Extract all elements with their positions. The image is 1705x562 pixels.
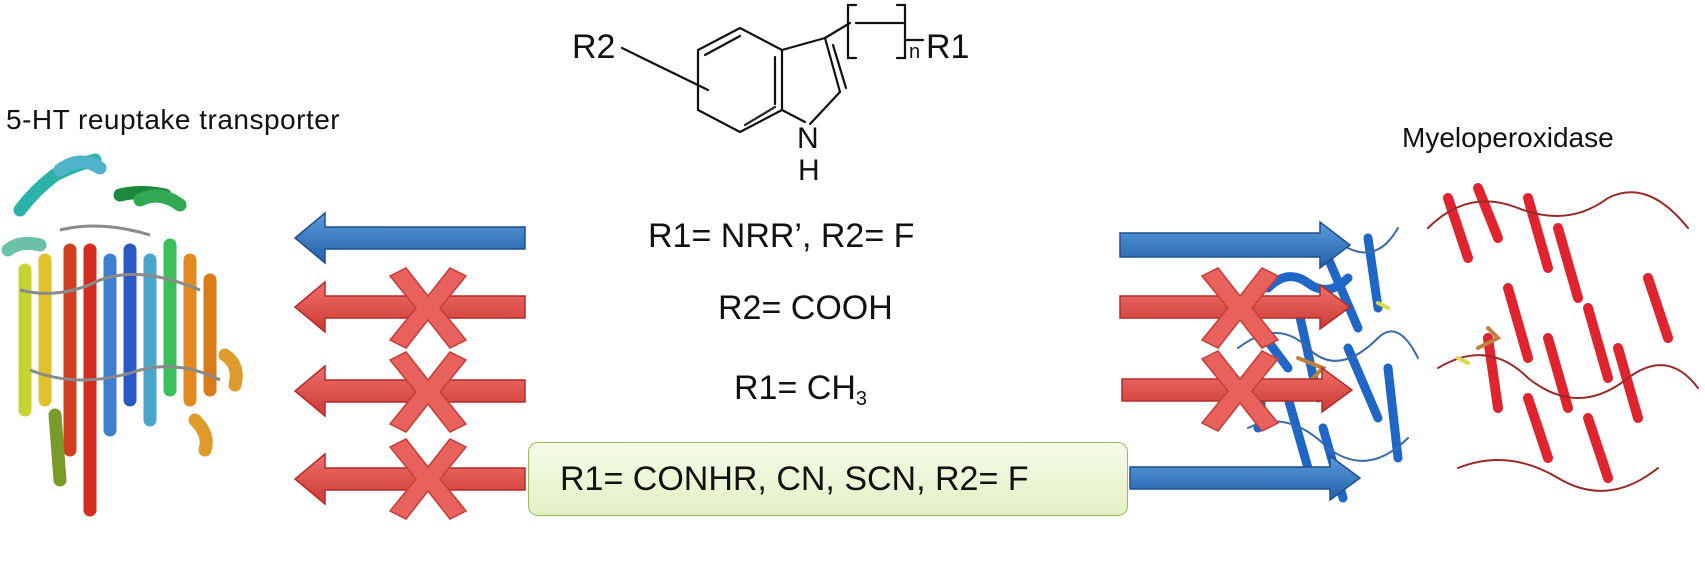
r2-label: R2 [572, 28, 615, 66]
indole-structure: R2 n R1 N H [572, 3, 969, 187]
r1-label: R1 [926, 28, 969, 66]
repeat-bracket-left [846, 3, 858, 60]
cross-right-row3 [1200, 350, 1280, 432]
rule-text-row3-main: R1= CH [734, 369, 856, 407]
nh-h-label: H [798, 154, 820, 187]
left-arrow-row2 [293, 280, 526, 334]
r2-bond [620, 46, 710, 92]
label-myeloperoxidase: Myeloperoxidase [1402, 122, 1614, 153]
nh-n-label: N [797, 122, 819, 155]
rule-text-row3-subscript: 3 [855, 388, 867, 410]
cross-left-row4 [388, 438, 468, 520]
highlight-box-row4 [528, 442, 1128, 516]
left-arrow-row4 [293, 452, 526, 506]
left-arrow-row3 [293, 364, 526, 418]
cross-left-row2 [388, 267, 468, 349]
rule-text-row4: R1= CONHR, CN, SCN, R2= F [560, 460, 1029, 498]
right-arrow-row4 [1129, 454, 1362, 502]
right-arrow-row1 [1119, 220, 1352, 270]
cross-right-row2 [1200, 267, 1280, 349]
serotonin-transporter-structure [1, 153, 243, 517]
repeat-bracket-right [895, 3, 907, 60]
rule-text-row1: R1= NRR’, R2= F [648, 217, 915, 255]
rule-text-row3: R1= CH3 [734, 369, 867, 411]
rule-text-row2: R2= COOH [718, 289, 893, 327]
label-serotonin-transporter: 5-HT reuptake transporter [6, 104, 341, 135]
repeat-n-label: n [909, 41, 920, 63]
left-arrow-row1 [293, 211, 526, 265]
cross-left-row3 [388, 351, 468, 433]
